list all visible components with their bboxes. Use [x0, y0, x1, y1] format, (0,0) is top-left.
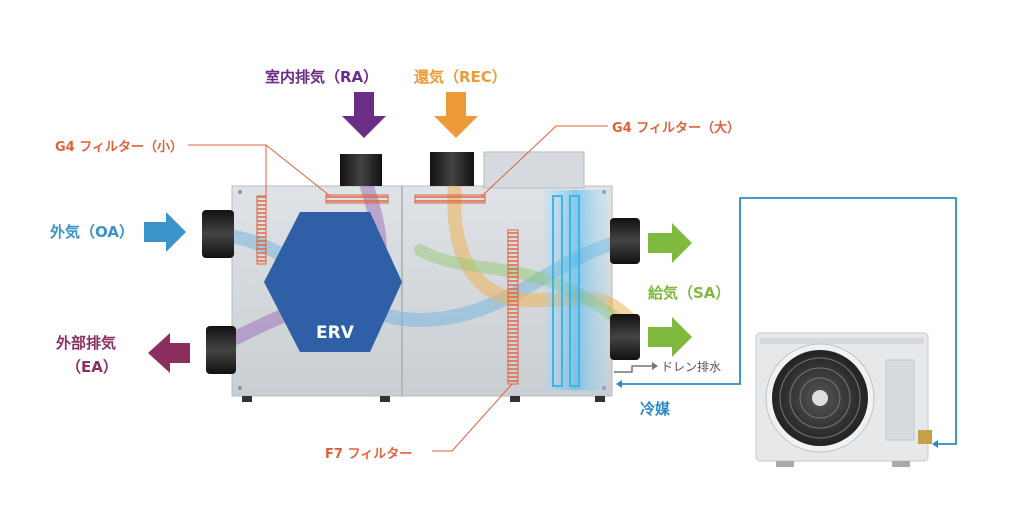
g4-filter-small-vertical: [256, 195, 267, 265]
ra-arrow: [342, 92, 386, 138]
label-refrigerant: 冷媒: [640, 400, 671, 418]
arrows: [144, 92, 692, 373]
refrigerant-valve: [918, 430, 932, 444]
f7-filter: [507, 229, 519, 385]
unit-top-box: [483, 151, 585, 189]
oa-duct: [202, 210, 234, 258]
label-ea-line2: （EA）: [66, 358, 118, 376]
drain-line: [614, 365, 652, 373]
sa-arrow-lower: [648, 317, 692, 357]
sa-duct-lower: [610, 314, 640, 360]
leader-lines: [188, 125, 608, 452]
ea-duct: [206, 326, 236, 374]
label-sa: 給気（SA）: [648, 284, 731, 302]
label-filter-f7: F7 フィルター: [325, 447, 413, 462]
coil-bar: [552, 195, 563, 387]
coil-glow: [545, 190, 607, 390]
refrigerant-line: [620, 197, 957, 445]
label-drain: ドレン排水: [661, 360, 722, 374]
unit-foot: [510, 396, 520, 402]
leader-filter-small-b: [265, 144, 331, 197]
outdoor-unit: [755, 332, 932, 467]
refrigerant-pipe: [616, 197, 957, 448]
label-rec: 還気（REC）: [414, 68, 507, 86]
unit-foot: [242, 396, 252, 402]
rec-arrow: [434, 92, 478, 138]
g4-filter-large: [414, 194, 486, 204]
fan-grille-rings: [779, 357, 861, 439]
label-ra: 室内排気（RA）: [265, 68, 379, 86]
drain: [614, 362, 658, 373]
outdoor-unit-side-panel: [885, 359, 915, 441]
unit-foot: [595, 396, 605, 402]
erv-hexagon: [264, 212, 402, 352]
filters: [256, 194, 519, 385]
ra-duct: [340, 154, 382, 186]
rec-duct: [430, 152, 474, 186]
outdoor-unit-foot: [892, 461, 910, 467]
label-ea-line1: 外部排気: [56, 334, 117, 352]
unit-foot: [380, 396, 390, 402]
label-erv: ERV: [316, 323, 354, 343]
leader-filter-f7: [432, 383, 513, 452]
cooling-coil: [545, 190, 607, 390]
coil-bar: [569, 195, 580, 387]
screw: [238, 190, 242, 194]
label-filter-small: G4 フィルター（小）: [55, 140, 183, 155]
label-filter-large: G4 フィルター（大）: [612, 121, 740, 136]
label-oa: 外気（OA）: [50, 223, 134, 241]
sa-arrow-upper: [648, 223, 692, 263]
oa-arrow: [144, 212, 186, 252]
refrigerant-arrow-right: [932, 440, 938, 448]
outdoor-unit-top: [760, 338, 924, 344]
ducts: [202, 152, 640, 374]
fan-hub: [812, 390, 828, 406]
refrigerant-arrow-left: [616, 380, 622, 388]
g4-filter-small-horizontal: [325, 194, 389, 204]
sa-duct-upper: [610, 218, 640, 264]
drain-arrow: [652, 362, 658, 370]
outdoor-unit-foot: [776, 461, 794, 467]
leader-filter-large: [481, 125, 608, 197]
ea-arrow: [148, 333, 190, 373]
screw: [238, 386, 242, 390]
